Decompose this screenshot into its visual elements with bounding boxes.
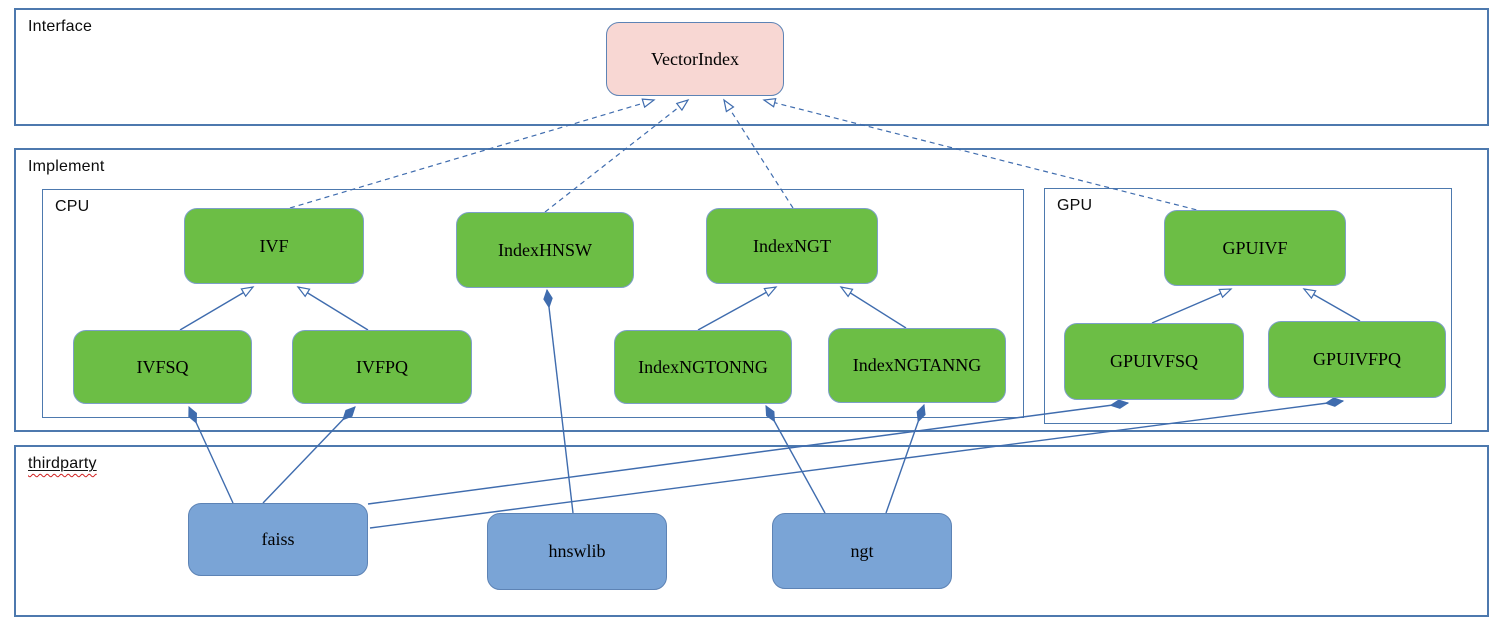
node-gpuivfpq: GPUIVFPQ bbox=[1268, 321, 1446, 398]
node-ivfsq: IVFSQ bbox=[73, 330, 252, 404]
node-vectorindex: VectorIndex bbox=[606, 22, 784, 96]
node-gpuivfsq: GPUIVFSQ bbox=[1064, 323, 1244, 400]
cpu-section-label: CPU bbox=[55, 198, 90, 215]
node-ngt: ngt bbox=[772, 513, 952, 589]
node-hnswlib: hnswlib bbox=[487, 513, 667, 590]
node-vectorindex-label: VectorIndex bbox=[651, 48, 739, 69]
node-gpuivfsq-label: GPUIVFSQ bbox=[1109, 351, 1199, 371]
node-indexngt: IndexNGT bbox=[706, 208, 878, 284]
interface-section-label: Interface bbox=[28, 18, 93, 35]
node-indexhnsw: IndexHNSW bbox=[456, 212, 634, 288]
node-faiss: faiss bbox=[188, 503, 368, 576]
thirdparty-section-label: thirdparty bbox=[28, 455, 97, 473]
gpu-section-label: GPU bbox=[1057, 197, 1093, 214]
node-ivf-label: IVF bbox=[259, 235, 289, 256]
node-indexngtanng-label: IndexNGTANNG bbox=[852, 355, 982, 375]
node-ivfpq-label: IVFPQ bbox=[355, 356, 408, 377]
node-indexngtonng: IndexNGTONNG bbox=[614, 330, 792, 404]
node-indexngtonng-label: IndexNGTONNG bbox=[638, 356, 768, 377]
node-ivf: IVF bbox=[184, 208, 364, 284]
node-gpuivfpq-label: GPUIVFPQ bbox=[1312, 349, 1402, 369]
node-indexhnsw-label: IndexHNSW bbox=[498, 239, 592, 260]
node-gpuivf: GPUIVF bbox=[1164, 210, 1346, 286]
node-indexngtanng: IndexNGTANNG bbox=[828, 328, 1006, 403]
node-indexngt-label: IndexNGT bbox=[753, 235, 831, 256]
spellcheck-underline: thirdparty bbox=[28, 455, 97, 472]
node-faiss-label: faiss bbox=[261, 529, 295, 549]
node-ivfpq: IVFPQ bbox=[292, 330, 472, 404]
node-ivfsq-label: IVFSQ bbox=[136, 356, 189, 377]
node-hnswlib-label: hnswlib bbox=[548, 541, 606, 561]
implement-section-label: Implement bbox=[28, 158, 105, 175]
node-gpuivf-label: GPUIVF bbox=[1222, 237, 1288, 258]
node-ngt-label: ngt bbox=[850, 540, 874, 561]
